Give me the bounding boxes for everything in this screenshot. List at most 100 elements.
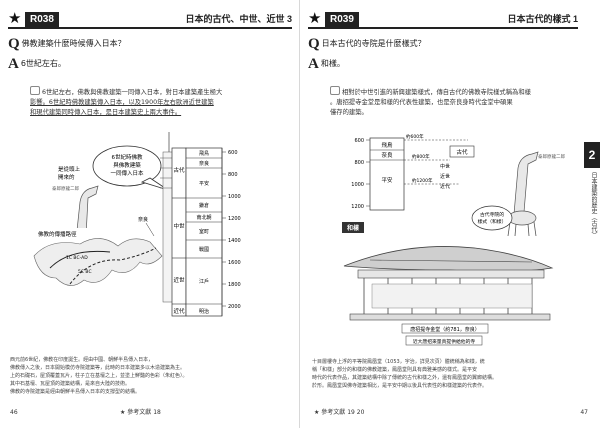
period-label: 奈良 bbox=[199, 160, 209, 167]
footnote-line: 稱「和樣」部分的和樣的佛教建築，鳳凰堂則具有典雅美感的樣式。是平安 bbox=[312, 367, 478, 373]
right-body-line: 僅存的建築。 bbox=[330, 109, 368, 116]
tick-label: 600 bbox=[228, 150, 238, 156]
footnote-line: 於形。鳳凰堂與佛寺建築相比，是平安中期以後具代表性的和樣建築的代表作。 bbox=[312, 383, 488, 389]
footnote-line: 佛教傳入之後，日本開始模仿寺院建築等，此時的日本建築多以木造建築為主。 bbox=[10, 365, 186, 371]
tick-label: 1000 bbox=[351, 182, 364, 188]
era-list-label: 中世 bbox=[440, 163, 450, 170]
era-label: 中世 bbox=[173, 222, 185, 230]
footnote-line: 其中石基壇、瓦屋頂的建築結構，是來自大陸的技術。 bbox=[10, 381, 131, 387]
route-arrow bbox=[69, 247, 157, 285]
right-reference-text: 參考文獻 19 20 bbox=[321, 409, 365, 416]
circa-label: 約600年 bbox=[406, 133, 424, 140]
period-label: 飛鳥 bbox=[381, 141, 393, 149]
left-lesson-code: R038 bbox=[25, 12, 59, 27]
tick-label: 800 bbox=[354, 160, 364, 166]
right-question-text: 日本古代的寺院是什麼樣式？ bbox=[321, 39, 426, 48]
left-body-line: 影響。6世紀時佛教建築傳入日本，以及1900年左右歐洲近世建築 bbox=[30, 99, 214, 106]
deer-caption: 是從頭上 bbox=[58, 165, 81, 173]
period-label: 奈良 bbox=[381, 151, 393, 159]
q-icon: Q bbox=[308, 36, 320, 52]
circa-label: 約800年 bbox=[412, 153, 430, 160]
map-date-label: 1C BC-AD bbox=[66, 255, 88, 261]
page-gutter bbox=[299, 0, 300, 428]
header-rule bbox=[308, 27, 578, 29]
left-body-line: 和現代建築同時傳入日本，是日本建築史上兩大事件。 bbox=[30, 109, 182, 116]
speech-bubble bbox=[92, 145, 162, 187]
left-page-number: 46 bbox=[10, 409, 18, 416]
bubble-text: 一同傳入日本 bbox=[110, 169, 144, 177]
left-footnote: 西元前6世紀，佛教在印度誕生。經由中國、朝鮮半島傳入日本， 佛教傳入之後，日本開… bbox=[10, 356, 292, 396]
left-question-text: 佛教建築什麼時候傳入日本？ bbox=[21, 39, 126, 48]
bubble-text: 樣式（和樣） bbox=[478, 218, 507, 225]
caption-box bbox=[401, 323, 489, 334]
deer-caption: 開來的 bbox=[58, 173, 75, 181]
wayou-label: 和樣 bbox=[346, 224, 360, 232]
right-answer-text: 和樣。 bbox=[320, 59, 345, 68]
left-answer-text: 6世紀左右。 bbox=[20, 59, 66, 68]
era-list-label: 近代 bbox=[440, 183, 450, 190]
right-lesson-code: R039 bbox=[325, 12, 359, 27]
footnote-line: 佛教的寺院建築是經由朝鮮半島傳入日本的支撐型的結構。 bbox=[10, 389, 141, 395]
period-label: 戰國 bbox=[199, 246, 209, 253]
timeline-chart: 古代 中世 近世 近代 飛鳥 奈良 平安 鎌倉 南北朝 室町 戰國 江戶 明治 bbox=[171, 147, 241, 317]
period-label: 江戶 bbox=[199, 278, 209, 285]
paragraph-mark-icon bbox=[330, 86, 340, 95]
temple-beam bbox=[357, 269, 545, 279]
ref-star-icon: ★ bbox=[120, 409, 128, 416]
footnote-line: 西元前6世紀，佛教在印度誕生。經由中國、朝鮮半島傳入日本， bbox=[10, 357, 154, 363]
mini-timeline: 飛鳥 奈良 平安 600 800 1000 1200 約600年 約800年 約… bbox=[351, 133, 468, 211]
right-diagram: 飛鳥 奈良 平安 600 800 1000 1200 約600年 約800年 約… bbox=[342, 133, 565, 346]
left-reference-text: 參考文獻 18 bbox=[127, 409, 161, 416]
tick-label: 600 bbox=[354, 138, 364, 144]
temple-base bbox=[349, 313, 551, 321]
period-label: 明治 bbox=[199, 308, 209, 315]
temple-caption-2: 近大唐招來量真提供給他的寺 bbox=[413, 338, 476, 345]
temple-roof bbox=[343, 246, 554, 272]
caption-box bbox=[405, 335, 483, 346]
right-body-line: 相對於中世引進的新興建築樣式，傳自古代的佛教寺院樣式稱為和樣 bbox=[342, 89, 531, 96]
left-reference: ★ 參考文獻 18 bbox=[120, 407, 161, 416]
period-label: 室町 bbox=[199, 228, 209, 235]
right-body: 相對於中世引進的新興建築樣式，傳自古代的佛教寺院樣式稱為和樣 。唐招提寺金堂是和… bbox=[330, 86, 574, 118]
temple-illustration bbox=[343, 246, 554, 321]
tick-label: 1000 bbox=[228, 194, 241, 200]
tick-label: 1200 bbox=[228, 216, 241, 222]
period-column bbox=[185, 147, 223, 317]
right-footnote: 十目層樓寺上浮的平等院鳳凰堂（1053，宇治，詳見次頁）體統稱為和樣，統 稱「和… bbox=[312, 358, 574, 390]
chapter-tab-text: 日本建築的歷史（古代） bbox=[590, 172, 597, 238]
nara-label: 奈良 bbox=[138, 216, 148, 223]
period-label: 平安 bbox=[199, 180, 209, 187]
star-icon: ★ bbox=[308, 9, 322, 27]
deer-subcaption: 泰郎原龍二郎 bbox=[52, 185, 79, 192]
era-label: 近世 bbox=[173, 276, 185, 284]
a-icon: A bbox=[8, 56, 19, 72]
left-body-line: 6世紀左右，佛教與佛教建築一同傳入日本，對日本建築產生極大 bbox=[42, 89, 223, 96]
map-title: 佛教的傳播路徑 bbox=[38, 230, 77, 238]
route-arrow bbox=[49, 250, 111, 269]
period-label: 南北朝 bbox=[196, 214, 211, 221]
wayou-badge bbox=[342, 222, 364, 233]
asia-map-outline bbox=[33, 238, 163, 286]
right-body-line: 。唐招提寺金堂是和樣的代表性建築，也是奈良身時代金堂中碩果 bbox=[330, 99, 513, 106]
era-box bbox=[449, 145, 475, 158]
period-label: 平安 bbox=[381, 176, 393, 184]
q-icon: Q bbox=[8, 36, 20, 52]
header-rule bbox=[8, 27, 292, 29]
bubble-text: 6世紀時佛教 bbox=[112, 153, 143, 161]
footnote-line: 時代的代表作品，其建築結構中除了傳統的古代和樣之外，還有鳳凰堂的翼廊結構。 bbox=[312, 375, 498, 381]
paragraph-mark-icon bbox=[30, 86, 40, 95]
left-header-title: 日本的古代、中世、近世 3 bbox=[185, 14, 292, 24]
deer-character-icon bbox=[507, 151, 539, 237]
left-header: ★ R038 日本的古代、中世、近世 3 bbox=[8, 9, 292, 29]
temple-caption: 唐招提寺金堂（約781，奈良） bbox=[410, 326, 480, 333]
right-header-title: 日本古代的樣式 1 bbox=[507, 14, 578, 24]
tick-label: 800 bbox=[228, 172, 238, 178]
footnote-line: 上的石礎石，屋頂覆蓋瓦片，柱子立在基壇之上，並塗上鮮豔的色彩（朱紅色）。 bbox=[10, 373, 188, 379]
bubble-text: 與佛教建築 bbox=[113, 161, 141, 169]
deer-subcaption: 泰郎原龍二郎 bbox=[538, 153, 565, 160]
